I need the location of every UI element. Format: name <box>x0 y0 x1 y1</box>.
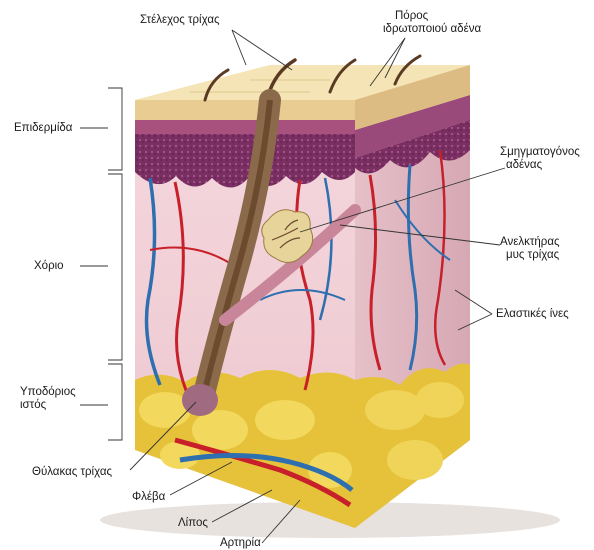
label-hair-shaft: Στέλεχος τρίχας <box>140 14 220 27</box>
label-fat: Λίπος <box>178 517 208 530</box>
label-subcutaneous: Υποδόριος ιστός <box>20 386 76 412</box>
label-epidermis: Επιδερμίδα <box>14 122 72 135</box>
label-arrector-line2: μυς τρίχας <box>500 249 560 262</box>
label-elastic-fibers: Ελαστικές ίνες <box>496 308 569 321</box>
label-sweat-pore-line1: Πόρος <box>383 10 481 23</box>
label-subcutaneous-line1: Υποδόριος <box>20 386 76 399</box>
front-face <box>135 118 355 528</box>
label-sweat-pore-line2: ιδρωτοποιού αδένα <box>383 23 481 36</box>
label-sebaceous-line1: Σμηγματογόνος <box>500 146 580 159</box>
label-sebaceous-gland: Σμηγματογόνος αδένας <box>500 146 580 172</box>
label-hair-follicle: Θύλακας τρίχας <box>32 466 112 479</box>
label-dermis: Χόριο <box>34 260 64 273</box>
label-sebaceous-line2: αδένας <box>500 159 580 172</box>
side-face <box>355 95 470 528</box>
label-subcutaneous-line2: ιστός <box>20 399 76 412</box>
label-arrector-line1: Ανελκτήρας <box>500 236 560 249</box>
label-arrector-pili: Ανελκτήρας μυς τρίχας <box>500 236 560 262</box>
label-sweat-pore: Πόρος ιδρωτοποιού αδένα <box>383 10 481 36</box>
label-vein: Φλέβα <box>132 491 165 504</box>
label-artery: Αρτηρία <box>220 537 261 550</box>
